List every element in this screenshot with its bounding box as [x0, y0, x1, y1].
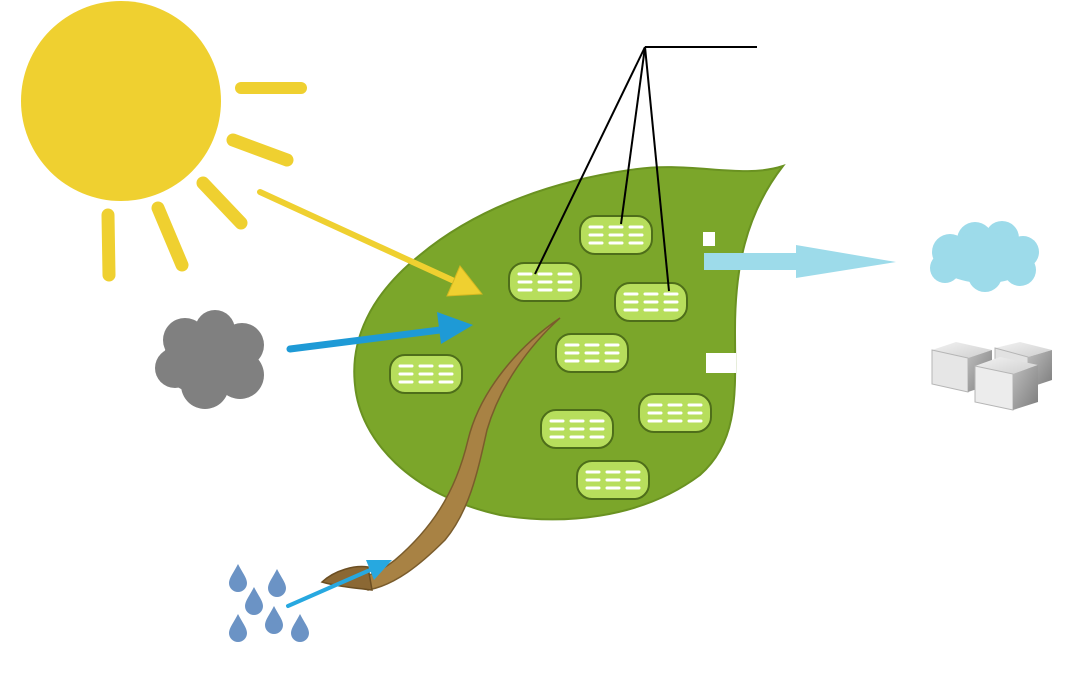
- chloroplast: [507, 261, 583, 303]
- chloroplast: [554, 332, 630, 374]
- sunlight-arrow-icon: [257, 189, 483, 297]
- water-arrow-icon: [286, 560, 392, 608]
- chloroplast: [578, 214, 654, 256]
- chloroplast: [539, 408, 615, 450]
- oxygen-arrow-icon: [704, 245, 896, 278]
- sugar-cube: [974, 357, 1038, 411]
- carbon-dioxide-arrow-icon: [286, 312, 473, 353]
- chloroplast: [637, 392, 713, 434]
- carbon-dioxide-cloud-icon: [155, 310, 264, 409]
- label-pointer-lines: [534, 46, 757, 292]
- chloroplast: [388, 353, 464, 395]
- oxygen-cloud-icon: [930, 221, 1039, 292]
- sun-icon: [21, 1, 307, 282]
- chloroplast: [575, 459, 651, 501]
- sugar-cubes-icon: [931, 342, 1052, 411]
- sun-rays: [101, 82, 307, 282]
- chloroplast: [613, 281, 689, 323]
